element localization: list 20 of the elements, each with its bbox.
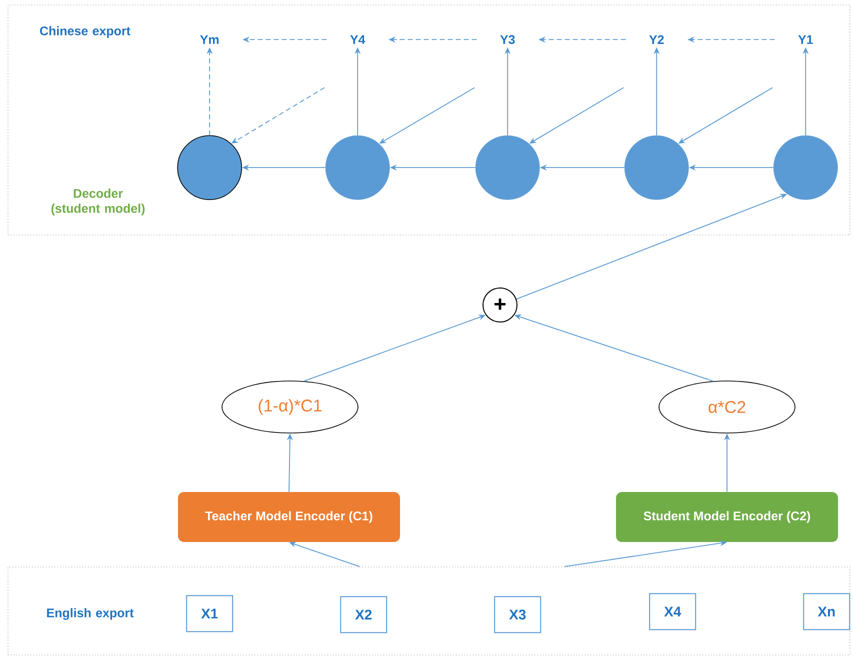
- state-circle: [177, 135, 242, 200]
- input-box: X4: [649, 593, 696, 630]
- output-label: Y2: [649, 35, 664, 44]
- output-label: Ym: [200, 35, 219, 44]
- input-box: X1: [186, 595, 234, 632]
- input-box: Xn: [803, 593, 850, 630]
- output-label: Y4: [350, 35, 366, 44]
- state-circle: [624, 135, 689, 200]
- section-label: Chinese export: [40, 26, 130, 38]
- state-circle: [773, 135, 838, 200]
- output-label: Y3: [500, 35, 515, 44]
- input-box: X2: [340, 596, 388, 634]
- output-label: Y1: [798, 35, 813, 44]
- section-label: English export: [47, 608, 134, 620]
- input-box: X3: [494, 596, 542, 634]
- encoder-box: Student Model Encoder (C2): [616, 492, 838, 542]
- encoder-box: Teacher Model Encoder (C1): [178, 492, 400, 542]
- state-circle: [325, 135, 390, 200]
- state-circle: [475, 135, 540, 200]
- section-label: Decoder (student model): [51, 188, 145, 216]
